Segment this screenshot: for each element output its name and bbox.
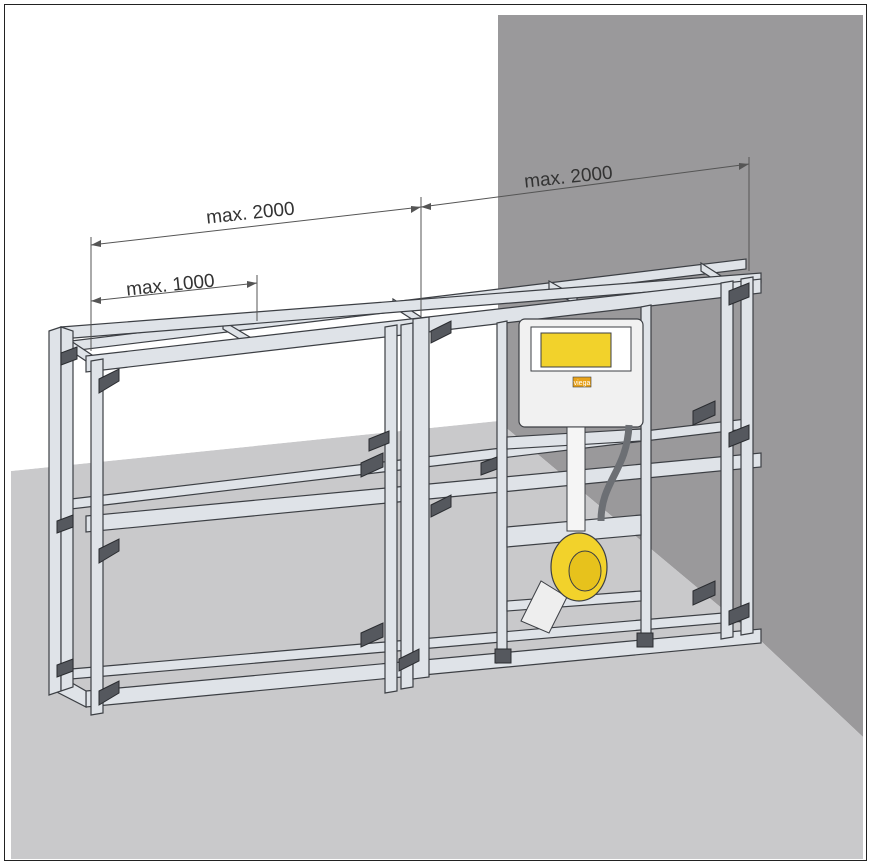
illustration-frame: viega max. 2000 max. 2000 max. 1000 <box>4 4 867 861</box>
mounting-frame <box>48 258 762 716</box>
cistern-module: viega <box>518 318 644 532</box>
dimension-arrowheads <box>91 163 749 304</box>
carrier-feet <box>494 632 654 664</box>
waste-connector <box>520 532 608 634</box>
back-wall <box>498 15 863 737</box>
dimension-lines <box>90 157 750 351</box>
brand-logo <box>572 376 592 388</box>
brand-logo-text: viega <box>574 380 591 387</box>
yellow-actuator-panel <box>540 332 612 368</box>
corner-brackets <box>56 282 750 706</box>
installation-diagram: viega max. 2000 max. 2000 max. 1000 <box>11 15 863 859</box>
